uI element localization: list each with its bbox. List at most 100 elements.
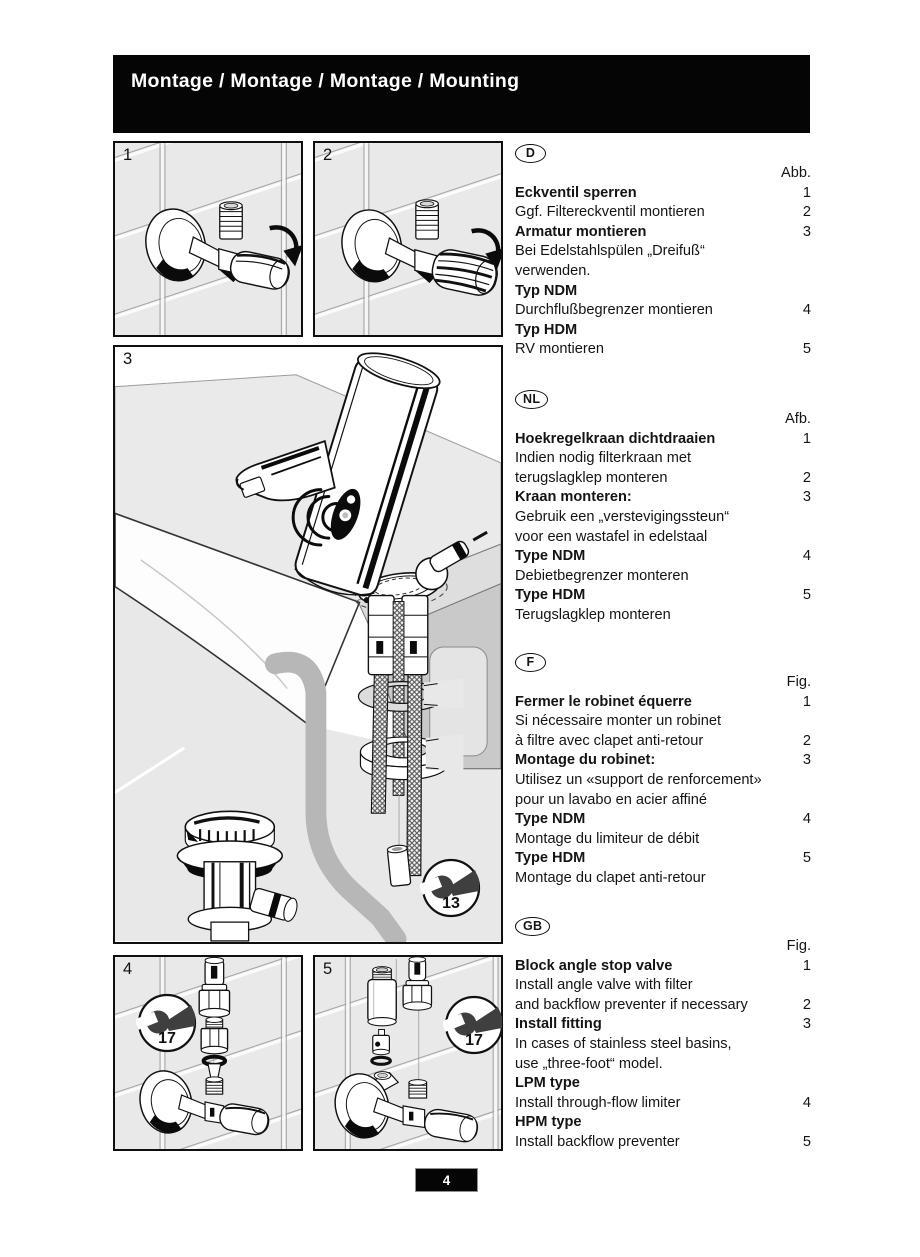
instruction-text: à filtre avec clapet anti-retour xyxy=(515,732,704,749)
instruction-row: Bei Edelstahlspülen „Dreifuß“ xyxy=(515,243,811,263)
instruction-row: Montage du robinet: 3 xyxy=(515,752,811,772)
ir-waves-icon xyxy=(291,488,339,547)
instruction-text: Typ HDM xyxy=(515,321,578,338)
sensor-window xyxy=(330,488,361,540)
instruction-row: voor een wastafel in edelstaal xyxy=(515,529,811,549)
instruction-text: In cases of stainless steel basins, xyxy=(515,1035,732,1052)
rotation-arrow-icon xyxy=(471,228,501,270)
figure-number: 2 xyxy=(802,204,811,221)
language-badge-row: F xyxy=(515,653,811,674)
instruction-row: LPM type xyxy=(515,1075,811,1095)
figure-number: 4 xyxy=(802,548,811,565)
language-badge: D xyxy=(515,144,546,163)
instruction-row: Armatur montieren 3 xyxy=(515,224,811,244)
panel-number: 3 xyxy=(123,350,133,368)
instruction-text: Type HDM xyxy=(515,850,586,867)
figure-column-header: Afb. xyxy=(785,411,811,427)
instruction-text: LPM type xyxy=(515,1075,580,1092)
instruction-row: verwenden. xyxy=(515,263,811,283)
instruction-text: use „three-foot“ model. xyxy=(515,1055,663,1072)
instruction-text: Typ NDM xyxy=(515,282,578,299)
power-plug xyxy=(415,530,488,591)
instruction-text: Fermer le robinet équerre xyxy=(515,693,692,710)
figure-panel-1: 1 xyxy=(113,141,303,337)
instruction-row: Gebruik een „verstevigingssteun“ xyxy=(515,509,811,529)
angle-valve xyxy=(139,1070,270,1136)
instruction-text: terugslagklep monteren xyxy=(515,469,668,486)
instruction-text: pour un lavabo en acier affiné xyxy=(515,791,708,808)
wrench-size: 17 xyxy=(465,1032,483,1049)
instruction-text: Gebruik een „verstevigingssteun“ xyxy=(515,508,730,525)
panel-number: 2 xyxy=(323,146,333,164)
figure-number: 3 xyxy=(802,752,811,769)
instruction-text: Montage du robinet: xyxy=(515,752,656,769)
instruction-row: Indien nodig filterkraan met xyxy=(515,450,811,470)
angle-valve xyxy=(145,201,290,290)
instruction-text: Hoekregelkraan dichtdraaien xyxy=(515,430,716,447)
instruction-row: Montage du limiteur de débit xyxy=(515,831,811,851)
instruction-text: Si nécessaire monter un robinet xyxy=(515,713,722,730)
angle-valve xyxy=(334,1071,479,1143)
figure-column-header: Fig. xyxy=(786,674,811,690)
tile-wall xyxy=(115,143,301,335)
panel-number: 1 xyxy=(123,146,133,164)
instruction-text: Montage du limiteur de débit xyxy=(515,830,700,847)
backflow-preventer xyxy=(367,978,397,1023)
instruction-text: Utilisez un «support de renforcement» xyxy=(515,771,762,788)
figure-number: 5 xyxy=(802,587,811,604)
instruction-text: Type NDM xyxy=(515,811,586,828)
instruction-row: In cases of stainless steel basins, xyxy=(515,1036,811,1056)
instruction-text: Durchflußbegrenzer montieren xyxy=(515,302,713,319)
wrench-size-badge: 17 xyxy=(136,992,198,1054)
wrench-icon xyxy=(136,993,197,1053)
figure-4-illustration xyxy=(115,957,301,1149)
instruction-text: RV montieren xyxy=(515,341,604,358)
language-badge: NL xyxy=(515,390,549,409)
pop-up-drain xyxy=(176,810,298,942)
figure-number: 2 xyxy=(802,996,811,1013)
page-title: Montage / Montage / Montage / Mounting xyxy=(131,70,520,92)
figure-number: 3 xyxy=(802,223,811,240)
instruction-text: Block angle stop valve xyxy=(515,957,673,974)
exploded-parts xyxy=(198,957,231,1080)
instruction-text: Install backflow preventer xyxy=(515,1133,680,1150)
wrench-size-badge: 17 xyxy=(443,994,505,1056)
instruction-row: use „three-foot“ model. xyxy=(515,1056,811,1076)
instruction-text: Armatur montieren xyxy=(515,223,647,240)
wrench-size: 13 xyxy=(442,895,460,912)
instruction-text: HPM type xyxy=(515,1114,582,1131)
instruction-text: Eckventil sperren xyxy=(515,184,637,201)
instruction-text: Kraan monteren: xyxy=(515,489,632,506)
wrench-size-badge: 13 xyxy=(420,857,482,919)
instruction-row: Kraan monteren:3 xyxy=(515,489,811,509)
figure-number: 1 xyxy=(802,184,811,201)
instruction-row: Si nécessaire monter un robinet xyxy=(515,713,811,733)
panel-number: 4 xyxy=(123,960,133,978)
figure-number: 5 xyxy=(802,850,811,867)
instruction-text: Montage du clapet anti-retour xyxy=(515,869,706,886)
filter-angle-valve xyxy=(341,199,498,296)
wrench-size: 17 xyxy=(158,1030,176,1047)
figure-column-header: Fig. xyxy=(786,938,811,954)
language-badge-row: GB xyxy=(515,917,811,938)
wrench-icon xyxy=(420,858,481,918)
figure-number: 4 xyxy=(802,302,811,319)
instruction-row: Montage du clapet anti-retour xyxy=(515,870,811,890)
sensor-faucet-body xyxy=(235,352,441,597)
mounting-shanks xyxy=(367,594,429,676)
language-badge-row: D xyxy=(515,144,811,165)
